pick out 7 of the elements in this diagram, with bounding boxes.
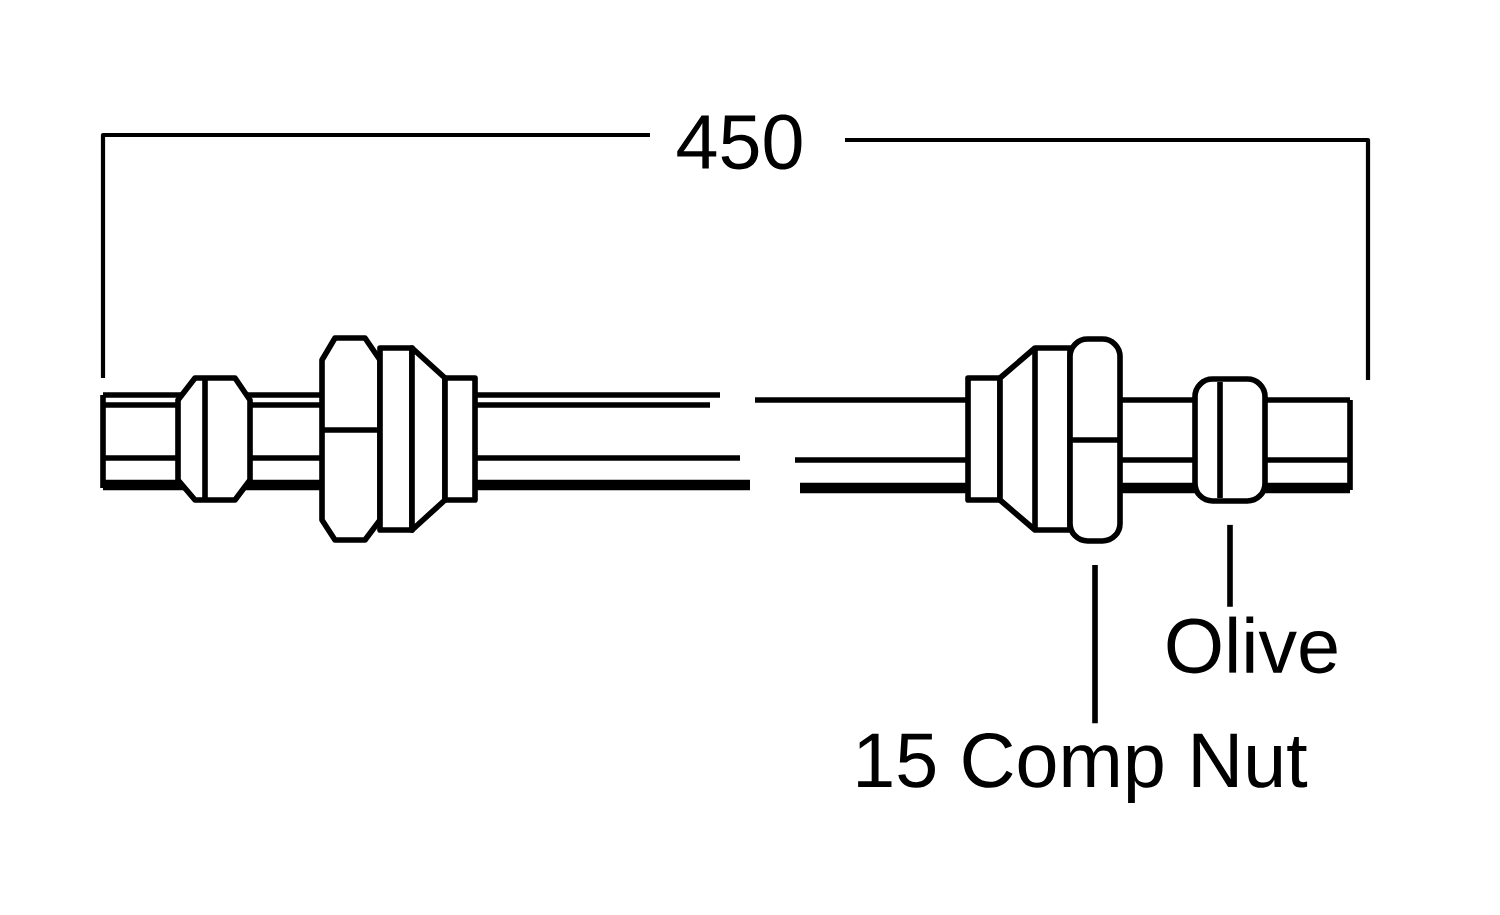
nut-drawing bbox=[1067, 336, 1123, 544]
part-label: 15 Comp Nut bbox=[858, 732, 1308, 803]
olive-drawing bbox=[1192, 376, 1268, 504]
leader-line bbox=[1092, 564, 1098, 724]
part-label: Olive bbox=[1167, 616, 1337, 674]
leader-line bbox=[1227, 524, 1233, 607]
dimension-label: 450 bbox=[677, 114, 802, 170]
